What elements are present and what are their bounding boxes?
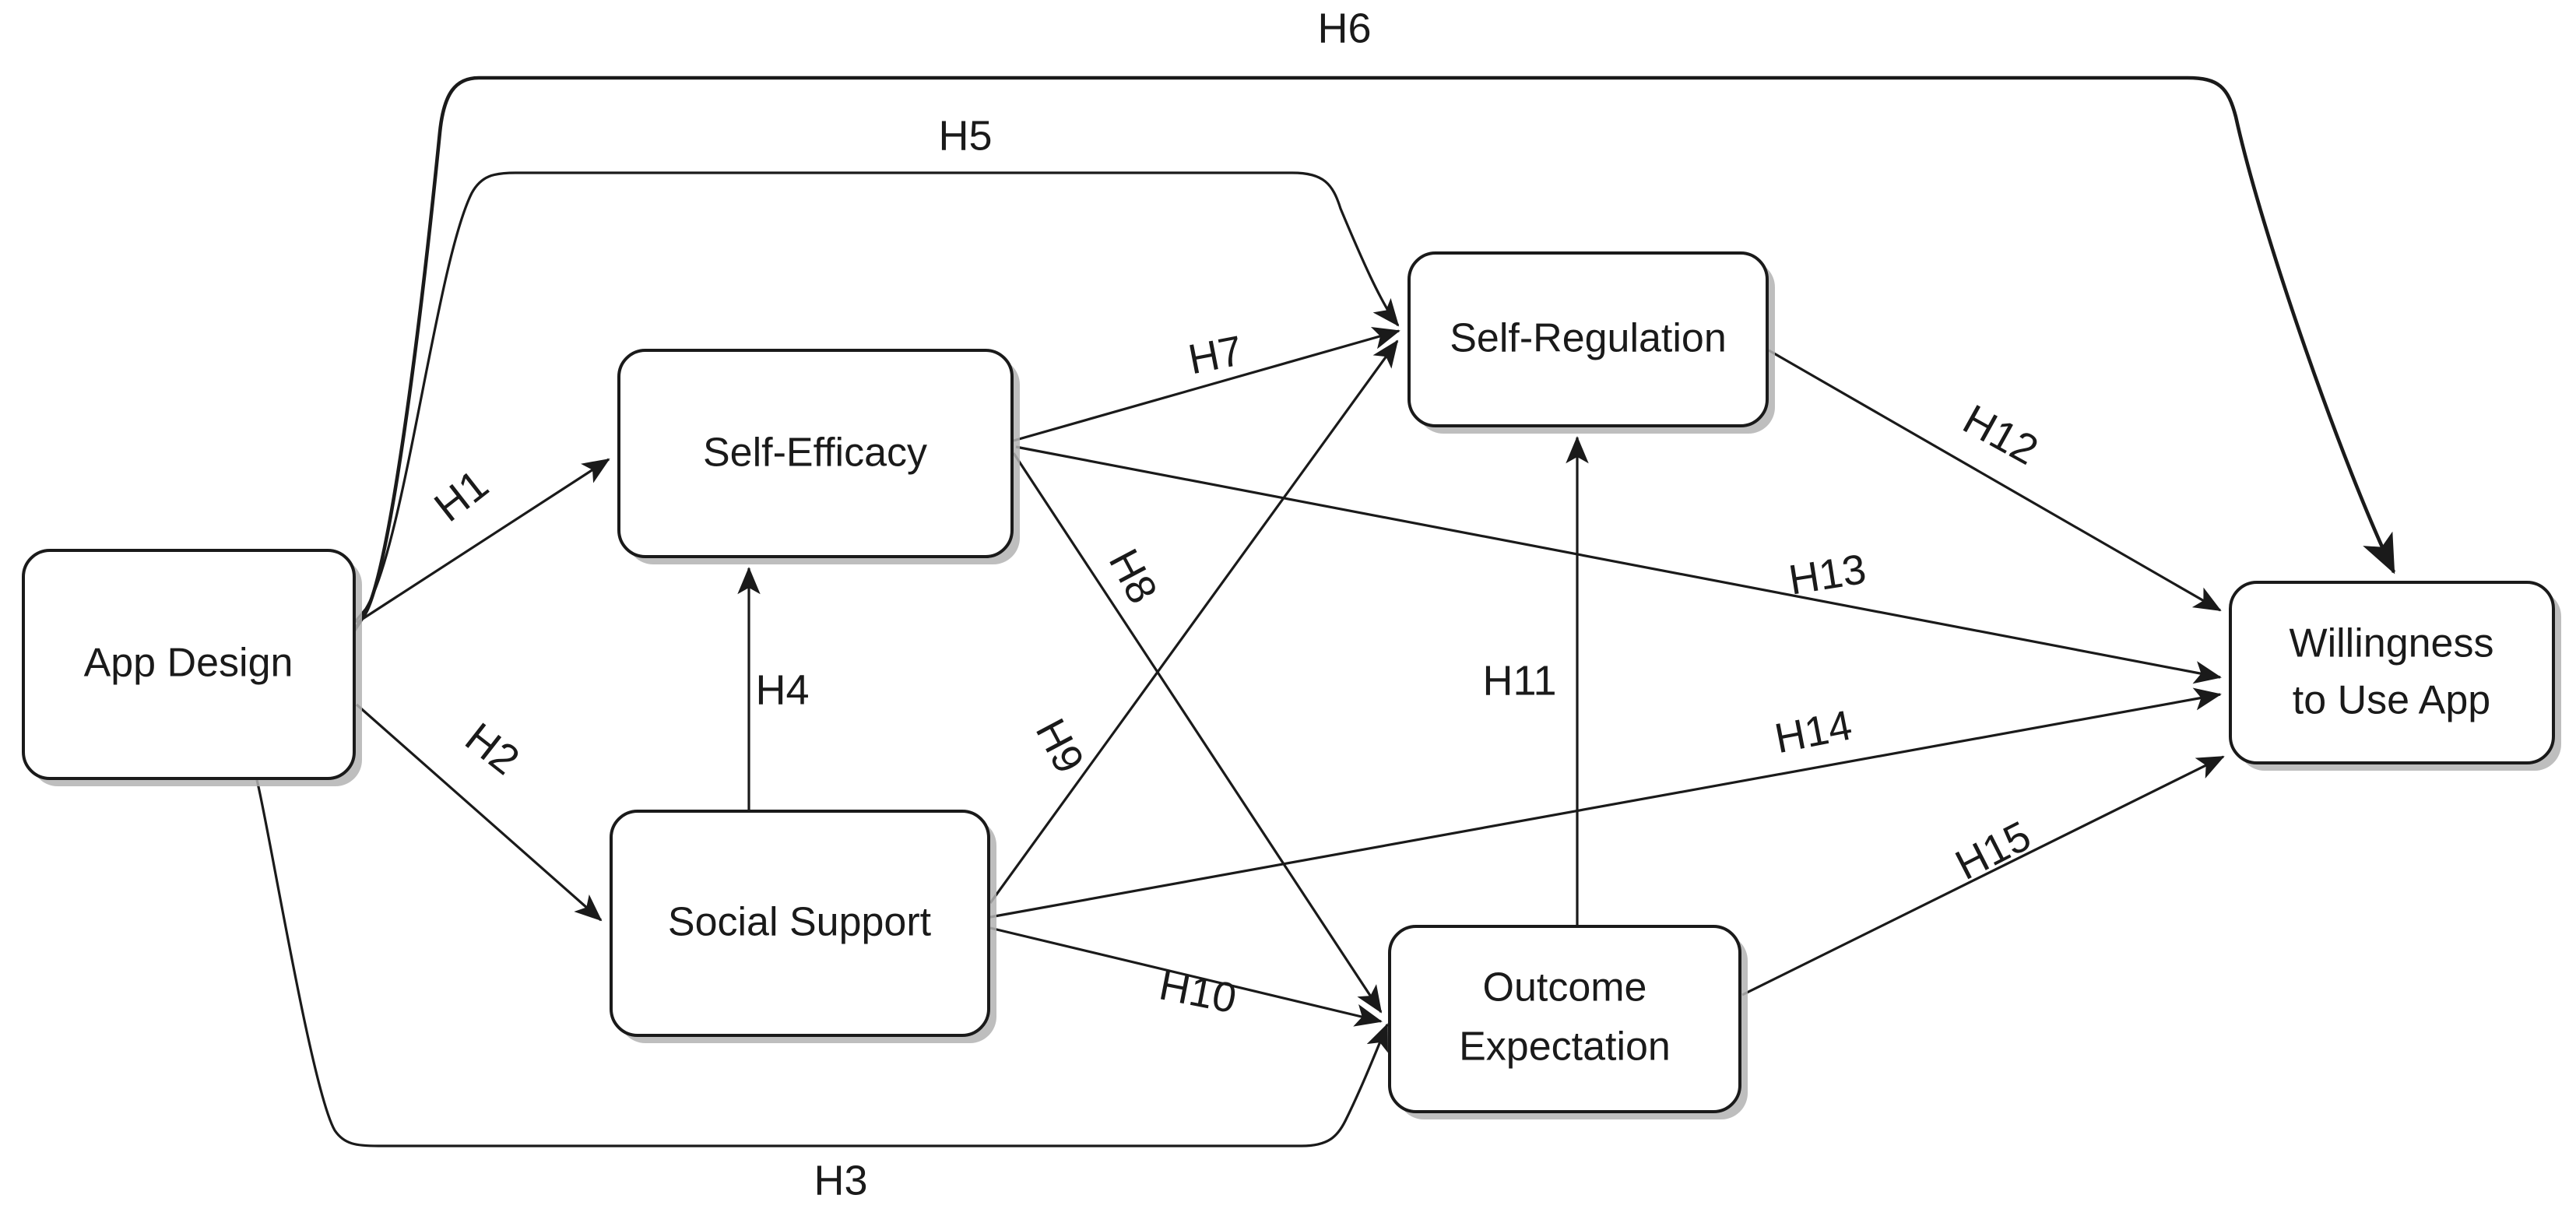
- hypothesis-label-h10: H10: [1155, 961, 1240, 1022]
- node-app-design[interactable]: App Design: [22, 549, 362, 786]
- edge-h8: [1012, 452, 1383, 1014]
- hypothesis-label-h11: H11: [1482, 657, 1556, 704]
- node-label: App Design: [84, 641, 293, 686]
- node-box[interactable]: [1407, 251, 1769, 427]
- node-outcome-expectation[interactable]: Outcome Expectation: [1388, 925, 1748, 1119]
- edge-h5: [353, 171, 1400, 624]
- edge-h7: [1013, 326, 1400, 442]
- node-box[interactable]: [610, 810, 990, 1037]
- node-box[interactable]: [2229, 581, 2555, 764]
- node-label-line1: Willingness: [2290, 621, 2494, 666]
- edges-layer: [255, 76, 2396, 1147]
- hypothesis-label-h15: H15: [1949, 812, 2039, 888]
- edge-h9: [989, 339, 1399, 904]
- node-self-regulation[interactable]: Self-Regulation: [1407, 251, 1775, 434]
- hypothesis-label-h2: H2: [457, 714, 528, 784]
- node-box[interactable]: [22, 549, 356, 780]
- hypothesis-label-h9: H9: [1027, 712, 1093, 781]
- hypothesis-label-h13: H13: [1786, 546, 1869, 604]
- edge-h3: [255, 779, 1389, 1147]
- edge-h13: [1015, 445, 2222, 684]
- hypothesis-label-h7: H7: [1185, 327, 1246, 383]
- hypothesis-label-h12: H12: [1956, 395, 2046, 474]
- node-label-line2: to Use App: [2293, 678, 2490, 723]
- hypothesis-label-h14: H14: [1771, 701, 1856, 762]
- edge-h12: [1768, 349, 2222, 612]
- node-label-line1: Outcome: [1483, 965, 1647, 1010]
- edge-h14: [989, 687, 2222, 919]
- edge-h2: [355, 703, 603, 922]
- edge-h6: [353, 76, 2396, 632]
- hypothesis-label-h4: H4: [755, 666, 809, 713]
- node-label: Self-Efficacy: [703, 431, 927, 476]
- node-label: Self-Regulation: [1450, 316, 1727, 361]
- edge-h1: [356, 458, 610, 624]
- node-label-line2: Expectation: [1459, 1024, 1671, 1070]
- node-box[interactable]: [617, 349, 1014, 558]
- hypothesis-label-h1: H1: [426, 461, 497, 531]
- nodes-layer: App Design Self-Efficacy Social Support …: [22, 251, 2561, 1119]
- node-willingness[interactable]: Willingness to Use App: [2229, 581, 2561, 771]
- node-box[interactable]: [1388, 925, 1741, 1113]
- node-self-efficacy[interactable]: Self-Efficacy: [617, 349, 1020, 564]
- node-social-support[interactable]: Social Support: [610, 810, 996, 1043]
- edge-h10: [989, 926, 1383, 1027]
- hypothesis-label-h3: H3: [814, 1157, 867, 1204]
- hypothesis-label-h6: H6: [1317, 5, 1371, 51]
- hypothesis-label-h5: H5: [938, 112, 992, 159]
- edge-h15: [1741, 755, 2225, 996]
- node-label: Social Support: [668, 900, 932, 945]
